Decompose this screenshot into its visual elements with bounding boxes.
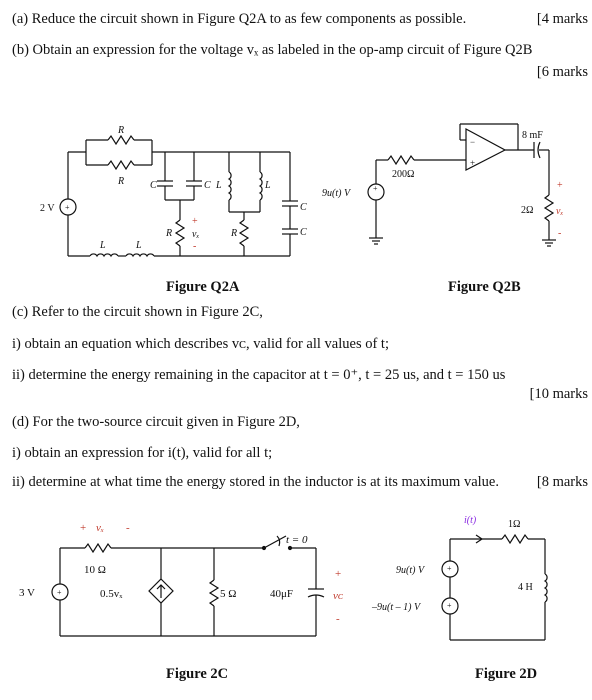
q2a-l-label: L bbox=[264, 180, 271, 191]
svg-text:-: - bbox=[558, 228, 561, 239]
question-a-text: (a) Reduce the circuit shown in Figure Q… bbox=[12, 11, 467, 27]
q2a-r-label: R bbox=[117, 176, 124, 187]
svg-text:+: + bbox=[335, 568, 341, 580]
q2a-vx-label: vₓ bbox=[192, 229, 199, 240]
resistor-icon bbox=[208, 579, 220, 607]
resistor-icon bbox=[387, 154, 415, 166]
q2c-switch-label: t = 0 bbox=[286, 534, 308, 546]
q2b-vx-label: vₓ bbox=[556, 206, 563, 217]
figure-q2a-diagram bbox=[59, 134, 298, 258]
question-c-marks: [10 marks bbox=[529, 386, 588, 402]
svg-text:+: + bbox=[557, 180, 563, 191]
question-a-marks: [4 marks bbox=[536, 11, 588, 27]
question-c-ii: ii) determine the energy remaining in th… bbox=[12, 367, 506, 383]
q2d-current-label: i(t) bbox=[464, 515, 477, 526]
svg-text:-: - bbox=[336, 613, 340, 625]
q2a-c-label: C bbox=[204, 180, 211, 191]
svg-text:+: + bbox=[192, 216, 198, 227]
q2c-vx-label: vₓ bbox=[96, 522, 104, 534]
resistor-icon bbox=[238, 219, 250, 247]
q2a-c-label: C bbox=[300, 202, 307, 213]
inductor-icon bbox=[89, 253, 119, 258]
inductor-icon bbox=[125, 253, 155, 258]
question-c-text: (c) Refer to the circuit shown in Figure… bbox=[12, 304, 263, 320]
q2c-r1-label: 10 Ω bbox=[84, 564, 106, 576]
question-b-marks: [6 marks bbox=[536, 64, 588, 80]
q2a-c-label: C bbox=[150, 180, 157, 191]
resistor-icon bbox=[501, 533, 529, 545]
resistor-icon bbox=[84, 542, 112, 554]
figure-q2b-caption: Figure Q2B bbox=[448, 279, 521, 295]
q2b-cap-label: 8 mF bbox=[522, 130, 543, 141]
figure-2d-caption: Figure 2D bbox=[475, 666, 538, 682]
op-amp-icon bbox=[465, 127, 507, 171]
q2d-src2-label: –9u(t – 1) V bbox=[371, 602, 422, 613]
q2a-r-label: R bbox=[165, 228, 172, 239]
q2c-r2-label: 5 Ω bbox=[220, 588, 236, 600]
svg-text:-: - bbox=[193, 241, 196, 252]
inductor-icon bbox=[543, 573, 548, 603]
svg-text:+: + bbox=[447, 601, 452, 610]
current-arrow-icon bbox=[475, 534, 484, 544]
figure-2d-diagram bbox=[441, 533, 548, 641]
figure-q2a-caption: Figure Q2A bbox=[166, 279, 240, 295]
q2c-cap-label: 40μF bbox=[270, 588, 293, 600]
svg-text:+: + bbox=[470, 158, 475, 168]
q2a-r-label: R bbox=[230, 228, 237, 239]
question-d-text: (d) For the two-source circuit given in … bbox=[12, 414, 300, 430]
svg-text:+: + bbox=[65, 203, 70, 212]
q2c-source-label: 3 V bbox=[19, 587, 35, 599]
figure-2c-diagram bbox=[51, 535, 325, 637]
q2a-l-label: L bbox=[99, 240, 106, 251]
q2b-source-label: 9u(t) V bbox=[322, 188, 352, 199]
q2a-l-label: L bbox=[135, 240, 142, 251]
svg-text:+: + bbox=[57, 588, 62, 597]
q2a-c-label: C bbox=[300, 227, 307, 238]
q2d-r-label: 1Ω bbox=[508, 519, 520, 530]
q2d-l-label: 4 H bbox=[518, 582, 533, 593]
svg-text:+: + bbox=[373, 184, 378, 193]
question-d-marks: [8 marks bbox=[536, 474, 588, 490]
switch-icon bbox=[263, 535, 287, 549]
q2a-r-label: R bbox=[117, 125, 124, 136]
q2a-l-label: L bbox=[215, 180, 222, 191]
q2d-src1-label: 9u(t) V bbox=[396, 565, 426, 576]
inductor-icon bbox=[258, 171, 263, 201]
q2b-r-load-label: 2Ω bbox=[521, 205, 533, 216]
q2c-vc-label: vᴄ bbox=[333, 590, 344, 602]
question-d-ii: ii) determine at what time the energy st… bbox=[12, 474, 499, 490]
svg-text:+: + bbox=[80, 522, 86, 534]
question-c-i: i) obtain an equation which describes vᴄ… bbox=[12, 336, 389, 352]
figure-2c-caption: Figure 2C bbox=[166, 666, 229, 682]
question-b-text: (b) Obtain an expression for the voltage… bbox=[12, 42, 533, 58]
inductor-icon bbox=[227, 171, 232, 201]
q2b-r-in-label: 200Ω bbox=[392, 169, 414, 180]
resistor-icon bbox=[107, 134, 135, 146]
figure-q2b-diagram bbox=[367, 123, 556, 247]
resistor-icon bbox=[174, 219, 186, 247]
q2c-dep-label: 0.5vₓ bbox=[100, 588, 123, 600]
q2a-source-label: 2 V bbox=[40, 203, 55, 214]
resistor-icon bbox=[107, 159, 135, 171]
question-d-i: i) obtain an expression for i(t), valid … bbox=[12, 445, 273, 461]
svg-text:+: + bbox=[447, 564, 452, 573]
svg-text:−: − bbox=[470, 137, 475, 147]
resistor-icon bbox=[543, 194, 555, 222]
svg-text:-: - bbox=[126, 522, 130, 534]
